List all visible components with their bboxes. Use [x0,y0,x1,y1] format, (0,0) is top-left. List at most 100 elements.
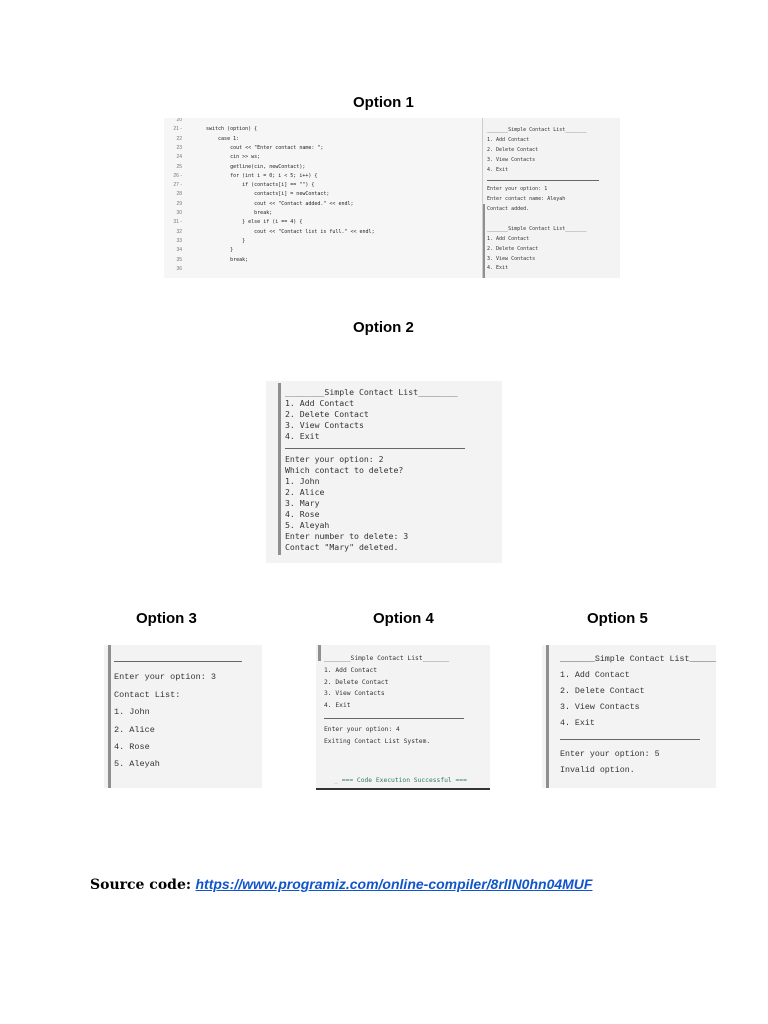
code-line: case 1: [206,135,240,142]
line-number: 27 - [173,182,182,189]
output-line: 4. Exit [487,166,509,173]
output-line: Enter your option: 1 [487,186,548,193]
output-line: 5. Aleyah [285,520,330,531]
output-line: ________Simple Contact List________ [285,387,458,397]
output-line: 2. Alice [114,724,155,735]
output-line: 3. View Contacts [560,702,640,712]
separator-rule [114,660,242,662]
output-line: _______Simple Contact List_______ [324,655,450,662]
output-line: Which contact to delete? [285,464,404,475]
output-scroll-bar [108,645,111,788]
code-line: contacts[i] = newContact; [206,191,330,198]
line-number: 36 [176,265,182,272]
code-line: cout << "Contact list is full." << endl; [206,228,375,235]
output-line: Contact "Mary" deleted. [285,542,399,553]
output-line: 4. Exit [560,718,595,728]
line-number: 20 [176,118,182,123]
output-line: 2. Delete Contact [324,678,389,686]
output-scroll-bar [546,645,549,788]
output-line: 1. Add Contact [487,136,530,143]
option-2-screenshot: ________Simple Contact List________1. Ad… [266,381,502,563]
separator-rule [324,717,464,719]
output-line: _______Simple Contact List_______ [487,127,587,133]
option-4-output: _______Simple Contact List_______ 1. Add … [324,653,464,747]
option-4-screenshot: _______Simple Contact List_______ 1. Add … [316,645,490,790]
output-line: 2. Alice [285,486,325,497]
output-line: Enter your option: 4 [324,725,400,733]
line-number: 23 [176,144,182,151]
output-line: 1. Add Contact [324,666,378,674]
code-line: if (contacts[i] == "") { [206,182,315,189]
code-line: } [206,247,234,254]
output-line: Contact added. [487,206,530,213]
code-line: break; [206,256,249,263]
separator-rule [285,448,465,450]
code-line: } else if (i == 4) { [206,219,303,226]
output-line: 3. View Contacts [487,255,536,262]
output-line: Exiting Contact List System. [324,737,431,745]
output-line: Invalid option. [560,766,635,776]
option-5-screenshot: _______Simple Contact List_______ 1. Add … [542,645,716,788]
output-lines: _______Simple Contact List_______ 1. Add … [487,126,599,274]
line-number: 22 [176,135,182,142]
code-line: for (int i = 0; i < 5; i++) { [206,172,318,179]
output-line: 3. View Contacts [487,156,536,163]
output-line: 2. Delete Contact [560,686,645,696]
option-3-title: Option 3 [136,610,197,627]
option-4-title: Option 4 [373,610,434,627]
output-line: 3. View Contacts [285,420,364,431]
separator-rule [487,180,599,182]
output-line: 4. Rose [114,741,150,752]
option-2-output: ________Simple Contact List________1. Ad… [285,387,465,553]
output-line: 5. Aleyah [114,759,160,770]
code-line: cout << "Contact added." << endl; [206,200,354,207]
line-number: 30 [176,210,182,216]
option-5-output: _______Simple Contact List_______ 1. Add … [560,652,716,779]
output-line: 3. Mary [285,497,320,508]
output-line: 1. Add Contact [560,670,630,680]
line-number: 33 [176,237,182,244]
line-number: 28 [176,191,182,198]
output-line: 4. Exit [285,431,320,442]
source-code-label: Source code: [90,877,192,893]
option-1-title: Option 1 [353,94,414,111]
output-line: 3. View Contacts [324,690,385,698]
output-scroll-bar [318,645,321,661]
output-scroll-bar [278,383,281,555]
line-number: 29 [176,200,182,207]
output-line: _______Simple Contact List_______ [560,655,716,664]
output-line: Enter number to delete: 3 [285,531,409,542]
code-line: getline(cin, newContact); [206,163,306,170]
source-code-line: Source code: https://www.programiz.com/o… [90,876,592,894]
code-line: cout << "Enter contact name: "; [206,144,324,151]
output-line: 1. Add Contact [487,235,530,242]
source-code-link[interactable]: https://www.programiz.com/online-compile… [195,876,593,892]
output-line: 1. John [285,475,320,486]
line-number: 21 - [173,126,182,133]
output-line: 4. Exit [324,702,351,710]
output-line: 4. Exit [487,265,509,272]
execution-status: _ === Code Execution Successful === [319,770,467,788]
output-line: Enter contact name: Aleyah [487,196,566,203]
output-line: _______Simple Contact List_______ [487,225,587,232]
output-line: Enter your option: 3 [114,672,217,683]
execution-status-text: === Code Execution Successful === [341,777,467,784]
output-line: 2. Delete Contact [487,146,539,153]
output-line [487,215,599,225]
option-1-output: _______Simple Contact List_______ 1. Add … [482,118,620,278]
separator-rule [560,739,700,741]
output-line: Enter your option: 5 [560,750,660,760]
output-line: Enter your option: 2 [285,453,384,464]
output-line: Contact List: [114,689,181,700]
option-5-title: Option 5 [587,610,648,627]
line-number: 34 [176,247,182,254]
option-2-title: Option 2 [353,319,414,336]
code-line: } [206,237,246,244]
line-number: 25 [176,163,182,170]
code-line: switch (option) { [206,126,258,133]
output-line: 2. Delete Contact [487,245,539,252]
